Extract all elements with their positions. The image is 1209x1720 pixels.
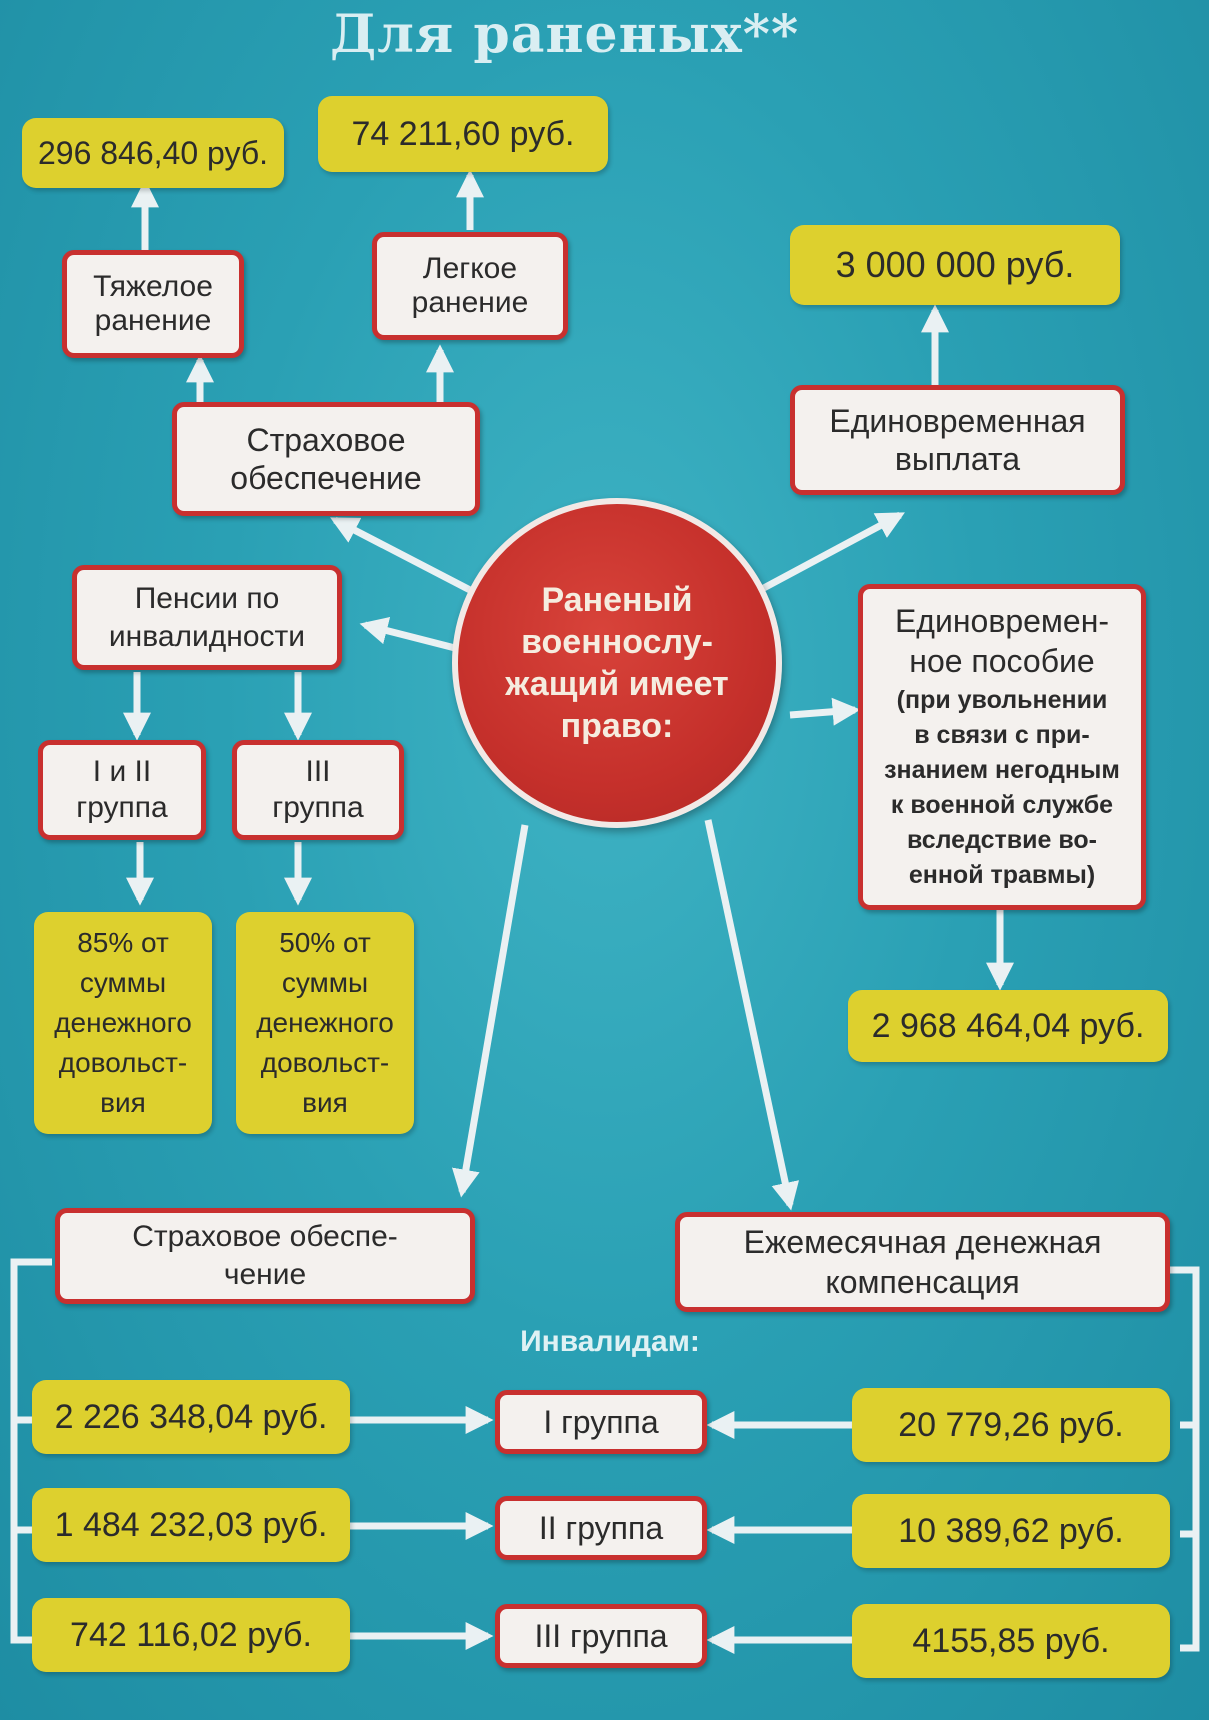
monthly-amount-row-1: 20 779,26 руб. (852, 1388, 1170, 1462)
light-wound-box: Легкое ранение (372, 232, 568, 340)
invalids-label: Инвалидам: (520, 1325, 700, 1358)
one-time-payment-box: Единовременная выплата (790, 385, 1125, 495)
insurance-bottom-box: Страховое обеспе- чение (55, 1208, 475, 1304)
arrow-center-to-insurance (330, 516, 472, 594)
monthly-compensation-box: Ежемесячная денежная компенсация (675, 1212, 1170, 1312)
arrow-center-to-monthly (704, 819, 800, 1211)
insurance-amount-row-2: 1 484 232,03 руб. (32, 1488, 350, 1562)
group-3-value: 50% от суммы денежного довольст- вия (236, 912, 414, 1134)
group-row-1: I группа (495, 1390, 707, 1454)
one-time-allowance-amount: 2 968 464,04 руб. (848, 990, 1168, 1062)
disability-pension-box: Пенсии по инвалидности (72, 565, 342, 670)
monthly-amount-row-3: 4155,85 руб. (852, 1604, 1170, 1678)
insurance-amount-row-3: 742 116,02 руб. (32, 1598, 350, 1672)
one-time-payment-amount: 3 000 000 руб. (790, 225, 1120, 305)
arrow-center-to-pension (359, 616, 456, 652)
group-1-2-value: 85% от суммы денежного довольст- вия (34, 912, 212, 1134)
group-1-2-box: I и II группа (38, 740, 206, 840)
insurance-amount-row-1: 2 226 348,04 руб. (32, 1380, 350, 1454)
insurance-top-box: Страховое обеспечение (172, 402, 480, 516)
allowance-note: (при увольнении в связи с при- знанием н… (884, 686, 1120, 889)
one-time-allowance-box: Единовремен- ное пособие (при увольнении… (858, 584, 1146, 910)
monthly-amount-row-2: 10 389,62 руб. (852, 1494, 1170, 1568)
arrow-center-to-allowance (789, 697, 861, 726)
arrow-center-to-insurance-bottom (451, 824, 529, 1198)
center-circle: Раненый военнослу- жащий имеет право: (452, 498, 782, 828)
allowance-title: Единовремен- ное пособие (894, 603, 1110, 679)
arrow-center-to-payment (758, 511, 905, 594)
group-3-box: III группа (232, 740, 404, 840)
light-wound-amount: 74 211,60 руб. (318, 96, 608, 172)
group-row-2: II группа (495, 1496, 707, 1560)
group-row-3: III группа (495, 1604, 707, 1668)
bracket-left (10, 1258, 52, 1644)
heavy-wound-amount: 296 846,40 руб. (22, 118, 284, 188)
heavy-wound-box: Тяжелое ранение (62, 250, 244, 358)
bracket-right (1170, 1266, 1200, 1652)
page-title: Для раненых** (330, 4, 800, 65)
